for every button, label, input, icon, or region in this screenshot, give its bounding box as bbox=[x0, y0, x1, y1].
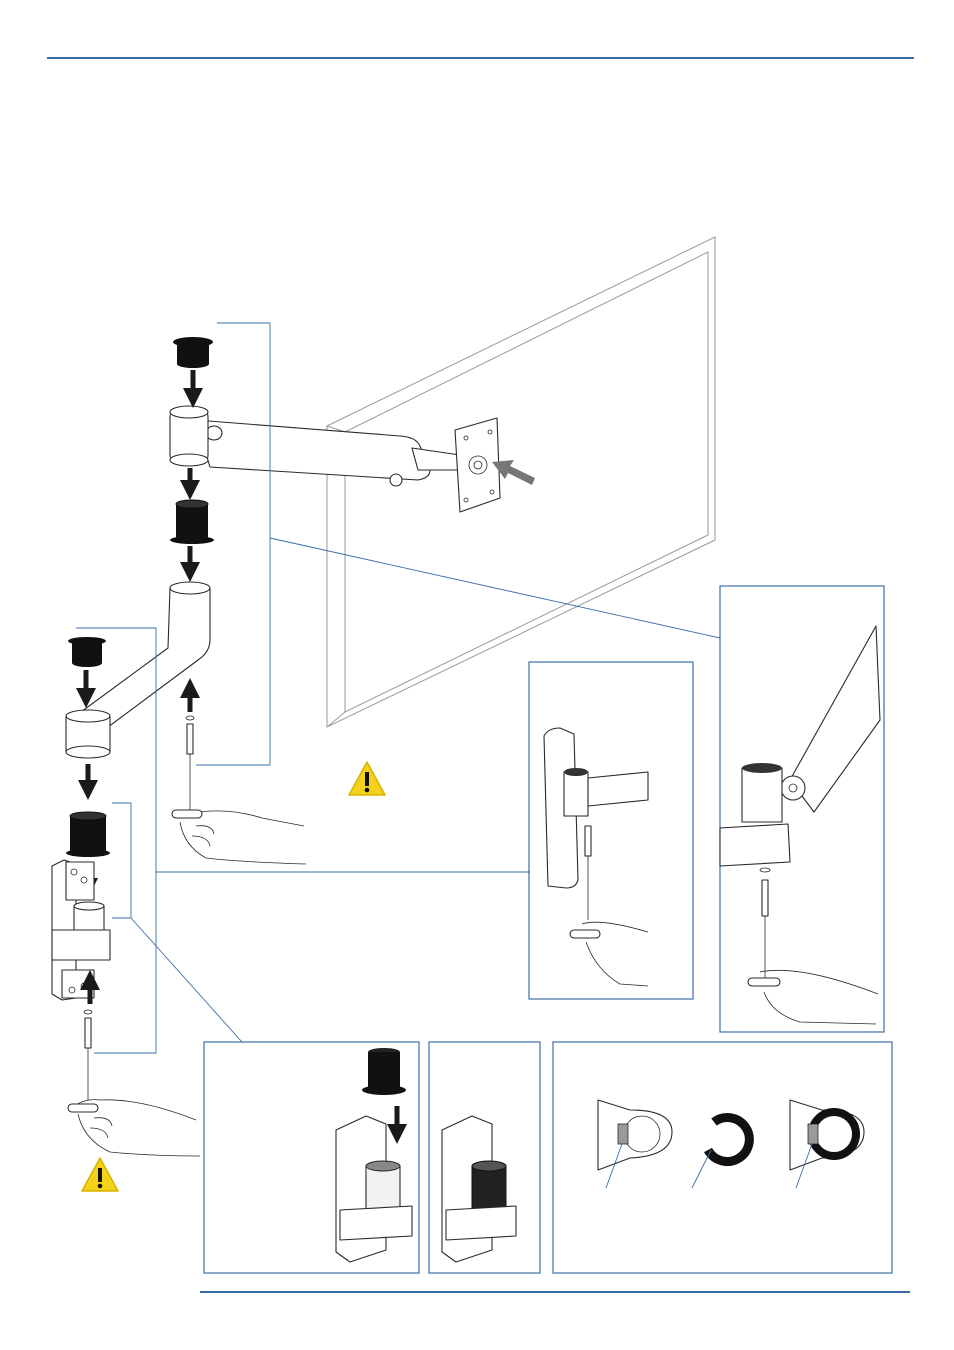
detail-arm-pivot-pin bbox=[720, 586, 884, 1032]
detail-sleeve-installed bbox=[429, 1042, 540, 1273]
warning-icon bbox=[82, 1158, 118, 1191]
detail-wall-pivot-pin bbox=[529, 662, 693, 999]
warning-icon bbox=[349, 762, 385, 795]
upper-monitor-arm bbox=[196, 418, 500, 512]
hand-upper bbox=[172, 810, 306, 864]
detail-sleeve-install bbox=[204, 1042, 419, 1273]
pivot-pin-lower bbox=[84, 1010, 92, 1100]
height-spacer-upper bbox=[170, 500, 214, 544]
detail-spacer-ring-sequence bbox=[553, 1042, 892, 1273]
top-cap bbox=[173, 337, 213, 368]
height-spacer-lower bbox=[66, 812, 110, 857]
pivot-pin-upper bbox=[186, 716, 194, 810]
lower-top-cap bbox=[68, 637, 106, 667]
monitor bbox=[327, 237, 715, 727]
wall-bracket bbox=[52, 860, 110, 1000]
hand-lower bbox=[68, 1100, 200, 1156]
upper-pivot-joint bbox=[170, 406, 208, 466]
